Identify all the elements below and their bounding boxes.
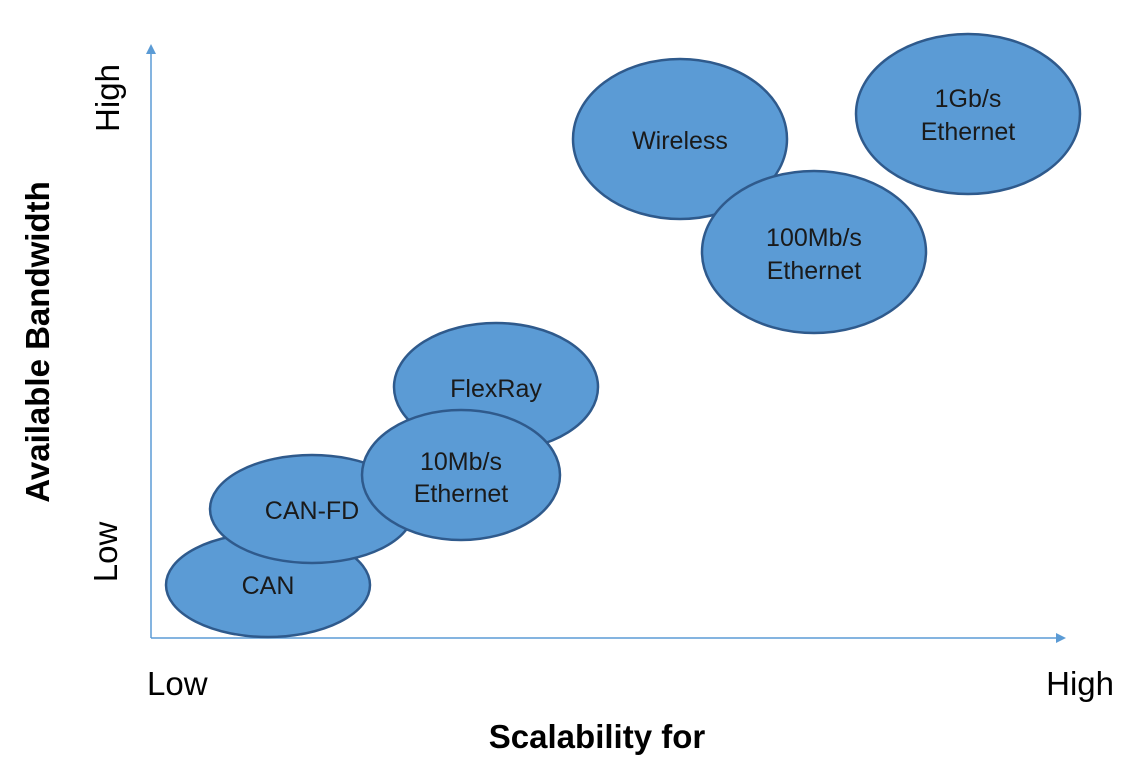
- x-axis-low-label: Low: [147, 665, 208, 702]
- bubble-10mbs-ethernet-label-line1: 10Mb/s: [420, 448, 502, 476]
- bubble-1gbs-ethernet-shape: [854, 32, 1082, 196]
- bubble-100mbs-ethernet-shape: [700, 169, 928, 335]
- bubble-1gbs-ethernet-label-line1: 1Gb/s: [935, 85, 1002, 113]
- bubble-wireless: Wireless: [571, 57, 789, 221]
- axes: [146, 44, 1066, 643]
- bubble-10mbs-ethernet: 10Mb/s Ethernet: [360, 408, 562, 542]
- bubble-wireless-shape: [571, 57, 789, 221]
- bubble-flexray-label: FlexRay: [450, 375, 542, 403]
- x-axis-high-label: High: [1046, 665, 1114, 702]
- bubble-can-fd-label: CAN-FD: [265, 497, 359, 525]
- bubble-100mbs-ethernet: 100Mb/s Ethernet: [700, 169, 928, 335]
- y-axis-title: Available Bandwidth: [19, 181, 56, 503]
- bubble-100mbs-ethernet-label-line2: Ethernet: [767, 257, 862, 285]
- y-axis-high-label: High: [89, 64, 126, 132]
- x-axis-arrowhead: [1056, 633, 1066, 643]
- bubble-can-label: CAN: [242, 572, 295, 600]
- bubbles: CAN CAN-FD FlexRay 10Mb/s Ethernet Wirel…: [164, 32, 1082, 639]
- y-axis-low-label: Low: [87, 522, 124, 583]
- x-axis-title: Scalability for: [489, 718, 706, 755]
- bubble-10mbs-ethernet-label-line2: Ethernet: [414, 480, 509, 508]
- bubble-1gbs-ethernet: 1Gb/s Ethernet: [854, 32, 1082, 196]
- y-axis-arrowhead: [146, 44, 156, 54]
- bubble-100mbs-ethernet-label-line1: 100Mb/s: [766, 224, 862, 252]
- bubble-wireless-label: Wireless: [632, 127, 728, 155]
- bubble-10mbs-ethernet-shape: [360, 408, 562, 542]
- bubble-1gbs-ethernet-label-line2: Ethernet: [921, 118, 1016, 146]
